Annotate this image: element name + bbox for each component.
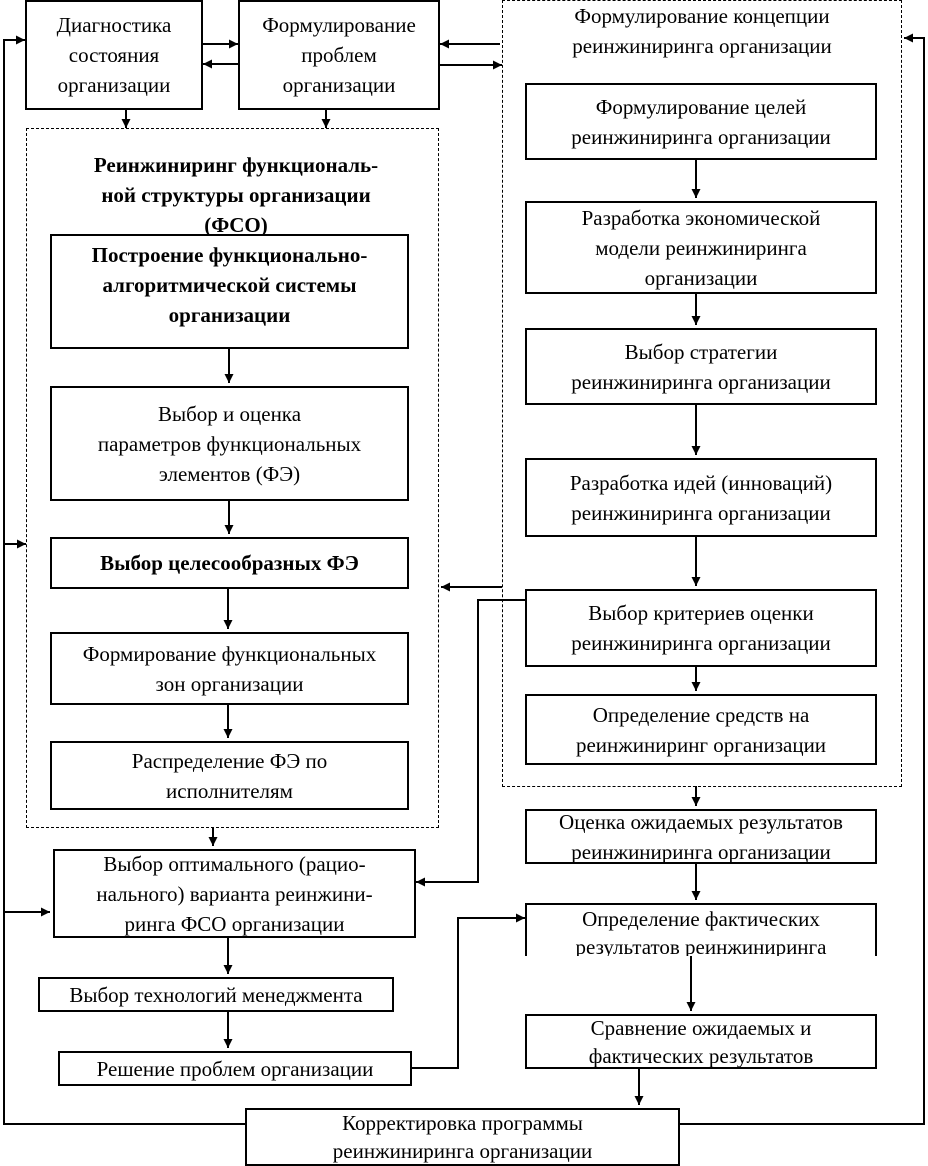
actual-results-box: Определение фактических результатов реин… — [525, 903, 877, 956]
problems-box: Формулирование проблем организации — [238, 0, 440, 110]
means-box: Определение средств на реинжиниринг орга… — [525, 694, 877, 765]
arrow-solution-to-actual — [412, 913, 525, 1069]
expected-results-box: Оценка ожидаемых результатов реинжинирин… — [525, 809, 877, 864]
econ-model-box: Разработка экономической модели реинжини… — [525, 201, 877, 294]
goals-box: Формулирование целей реинжиниринга орган… — [525, 83, 877, 160]
strategy-box: Выбор стратегии реинжиниринга организаци… — [525, 328, 877, 405]
criteria-box: Выбор критериев оценки реинжиниринга орг… — [525, 589, 877, 667]
concept-group — [502, 0, 902, 787]
params-box: Выбор и оценка параметров функциональных… — [50, 386, 409, 501]
compare-results-box: Сравнение ожидаемых и фактических резуль… — [525, 1014, 877, 1069]
ideas-box: Разработка идей (инноваций) реинжиниринг… — [525, 458, 877, 537]
feedback-right — [680, 33, 925, 1125]
feedback-left — [3, 35, 245, 1125]
distribution-box: Распределение ФЭ по исполнителям — [50, 741, 409, 810]
optimal-variant-box: Выбор оптимального (рацио- нального) вар… — [53, 849, 416, 938]
fso-title: Реинжиниринг функциональ- ной структуры … — [93, 153, 379, 234]
solution-box: Решение проблем организации — [58, 1051, 412, 1086]
correction-box: Корректировка программы реинжиниринга ор… — [245, 1108, 680, 1166]
expedient-fe-box: Выбор целесообразных ФЭ — [50, 537, 409, 589]
diagnostics-box: Диагностика состояния организации — [25, 0, 203, 110]
concept-title: Формулирование концепции реинжиниринга о… — [572, 4, 832, 58]
functional-zones-box: Формирование функциональных зон организа… — [50, 632, 409, 705]
technologies-box: Выбор технологий менеджмента — [38, 977, 394, 1012]
fas-box: Построение функционально- алгоритмическо… — [50, 234, 409, 349]
fso-group — [26, 128, 439, 828]
